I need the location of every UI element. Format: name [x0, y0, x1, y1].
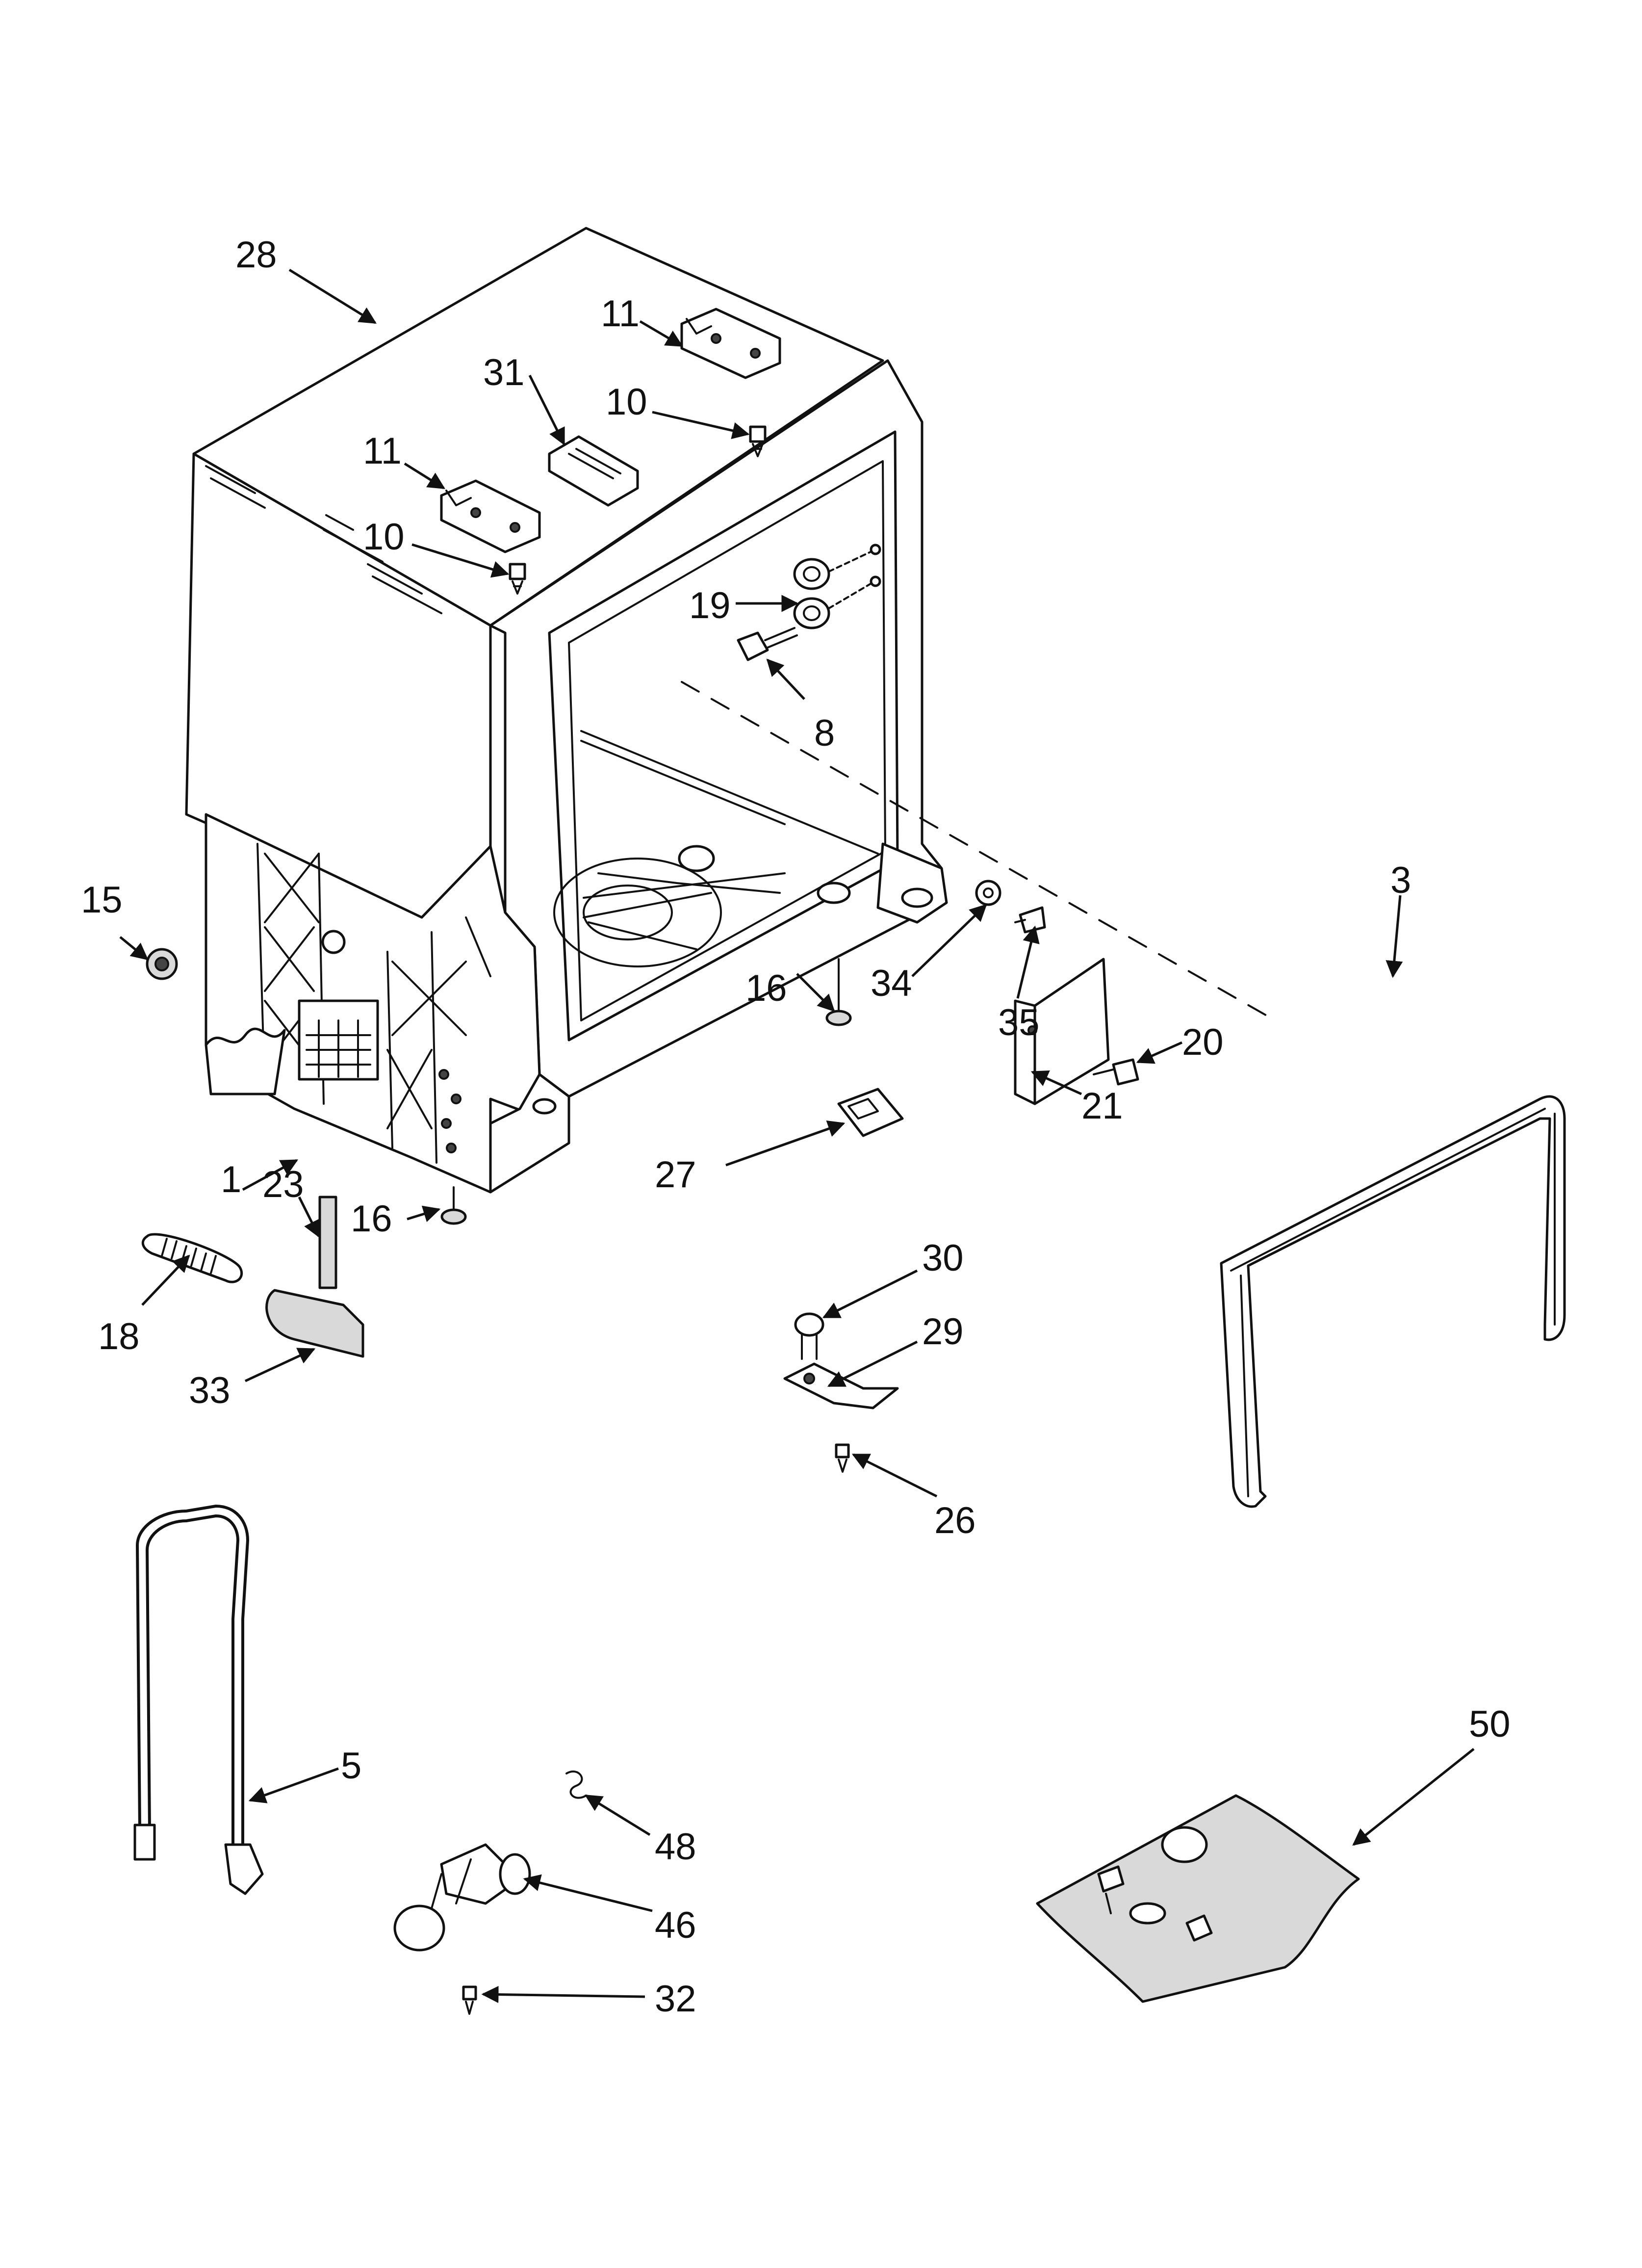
spring-clip: [837, 1088, 904, 1137]
callout-23: 23: [262, 1164, 304, 1205]
callout-10-upper: 10: [606, 381, 647, 423]
screw-upper: [749, 425, 767, 457]
callout-18: 18: [98, 1316, 140, 1357]
callout-labels: 28 11 31 10 11 10 19 8 15 3 1 23 16 16 3…: [81, 234, 1511, 2020]
leveling-leg-lower: [440, 1186, 467, 1225]
insulation-strip: [318, 1196, 337, 1289]
callout-16-upper: 16: [745, 967, 787, 1009]
roller-pair: [793, 544, 881, 629]
door-spring: [141, 1233, 243, 1283]
vent-plate: [548, 435, 639, 507]
small-spring: [565, 1770, 587, 1799]
callout-28: 28: [235, 234, 277, 276]
callout-20: 20: [1182, 1021, 1224, 1063]
leveling-leg-upper: [825, 958, 852, 1026]
insulation-pad: [265, 1289, 364, 1358]
callout-15: 15: [81, 879, 123, 921]
callout-30: 30: [922, 1237, 964, 1279]
callout-1: 1: [221, 1159, 241, 1200]
door-gasket: [1220, 1095, 1566, 1508]
callout-8: 8: [814, 712, 835, 754]
callout-50: 50: [1469, 1703, 1511, 1745]
bracket-screw: [1014, 906, 1046, 934]
wire-harness: [133, 1505, 264, 1895]
plug-button: [146, 948, 178, 980]
callout-27: 27: [655, 1154, 696, 1196]
thermostat-assembly: [783, 1312, 899, 1473]
callout-35: 35: [998, 1002, 1040, 1043]
mounting-bracket: [1014, 958, 1110, 1105]
callout-33: 33: [189, 1370, 231, 1411]
callout-3: 3: [1390, 860, 1411, 901]
callout-31: 31: [483, 352, 525, 393]
valve-screw: [462, 1985, 477, 2015]
tub-assembly: [185, 227, 948, 1194]
callout-29: 29: [922, 1311, 964, 1353]
roller-screw: [737, 627, 798, 661]
callout-21: 21: [1081, 1085, 1123, 1127]
parts-bag: [1036, 1794, 1360, 2003]
hinge-bracket-upper: [680, 308, 781, 379]
callout-19: 19: [689, 585, 731, 626]
callout-16-lower: 16: [351, 1198, 392, 1240]
screw-lower: [509, 563, 526, 595]
callout-48: 48: [655, 1826, 696, 1868]
callout-32: 32: [655, 1978, 696, 2020]
drain-valve: [393, 1843, 531, 1952]
bracket-screw-2: [1093, 1058, 1139, 1086]
star-washer: [975, 880, 1001, 906]
leader-lines: [119, 268, 1475, 2003]
callout-5: 5: [341, 1745, 361, 1787]
callout-11-upper: 11: [601, 293, 640, 335]
callout-26: 26: [934, 1500, 976, 1541]
callout-34: 34: [871, 963, 912, 1004]
callout-11-lower: 11: [363, 430, 402, 472]
callout-46: 46: [655, 1904, 696, 1946]
hinge-bracket-lower: [440, 479, 541, 553]
callout-10-lower: 10: [363, 516, 405, 558]
